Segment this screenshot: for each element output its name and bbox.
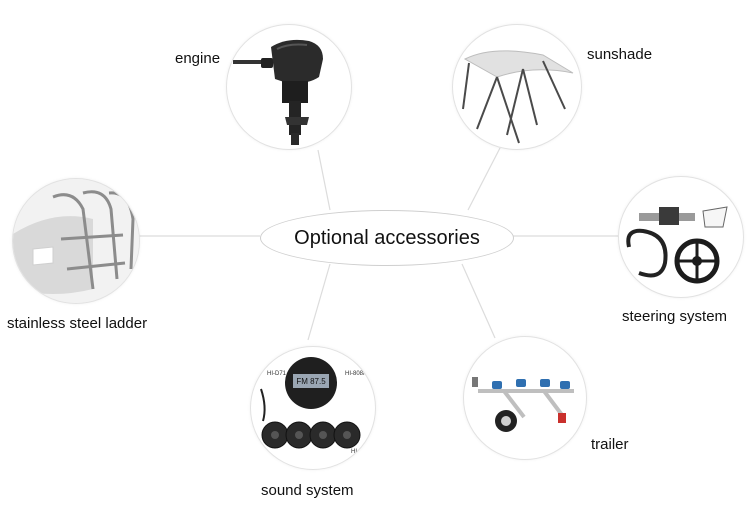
sunshade-label: sunshade — [587, 46, 653, 63]
boat-trailer-icon — [472, 377, 574, 432]
steering-system-icon — [626, 206, 728, 284]
trailer-photo — [463, 336, 587, 460]
trailer-label: trailer — [591, 436, 629, 453]
sound-label: sound system — [261, 482, 354, 499]
outboard-engine-icon — [233, 39, 323, 145]
engine-label: engine — [175, 50, 221, 67]
steering-label: steering system — [622, 308, 728, 325]
connector-sunshade — [467, 147, 501, 211]
ladder-photo — [12, 178, 140, 304]
connector-engine — [317, 149, 331, 211]
steering-photo — [618, 176, 744, 298]
connector-trailer — [461, 263, 496, 339]
stereo-readout: FM 87.5 — [296, 377, 326, 386]
model-bottom: HI-7 — [351, 449, 363, 455]
sunshade-photo — [452, 24, 582, 150]
engine-photo — [226, 24, 352, 150]
marine-stereo-icon: FM 87.5 HI-D71 HI-808PR HI-7 — [260, 357, 372, 455]
model-right: HI-808PR — [345, 371, 372, 377]
ladder-label: stainless steel ladder — [7, 315, 148, 332]
ladder-icon — [13, 179, 139, 303]
sound-photo: FM 87.5 HI-D71 HI-808PR HI-7 — [250, 346, 376, 470]
center-title: Optional accessories — [294, 226, 480, 249]
connector-sound — [307, 263, 331, 341]
bimini-sunshade-icon — [462, 50, 574, 144]
model-left: HI-D71 — [267, 371, 287, 377]
center-ellipse: Optional accessories — [260, 210, 514, 266]
